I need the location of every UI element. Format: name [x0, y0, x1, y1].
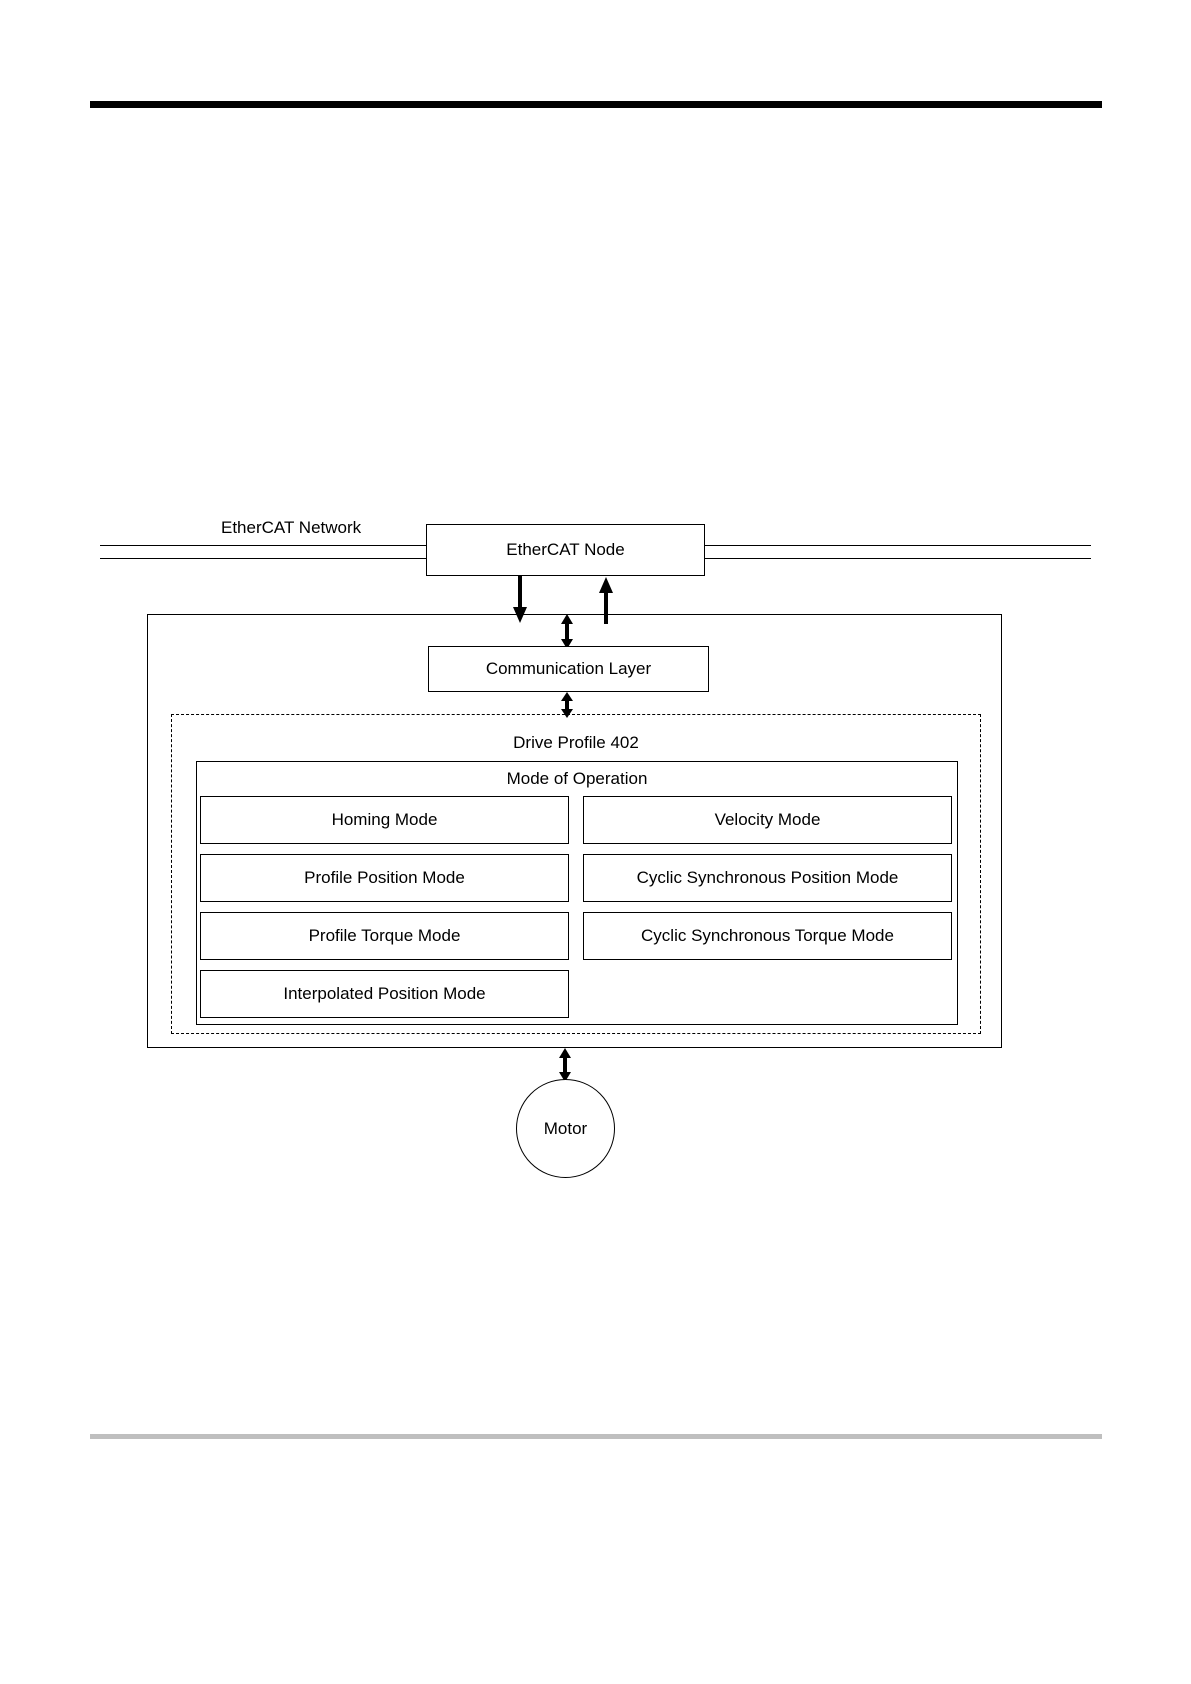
header-rule: [90, 101, 1102, 108]
mode-label-cyclic-synchronous-torque: Cyclic Synchronous Torque Mode: [641, 925, 894, 945]
motor-label: Motor: [543, 1118, 588, 1138]
mode-box-profile-position[interactable]: Profile Position Mode: [200, 854, 569, 902]
ethercat-node-label: EtherCAT Node: [506, 539, 625, 559]
network-bus-line-right-bottom: [705, 558, 1091, 559]
motor-node[interactable]: Motor: [516, 1079, 615, 1178]
mode-box-profile-torque[interactable]: Profile Torque Mode: [200, 912, 569, 960]
device-to-node-up-arrow-icon: [599, 577, 613, 624]
communication-to-profile-bidirectional-arrow-icon: [561, 692, 573, 718]
mode-box-cyclic-synchronous-torque[interactable]: Cyclic Synchronous Torque Mode: [583, 912, 952, 960]
mode-box-homing[interactable]: Homing Mode: [200, 796, 569, 844]
drive-profile-402-box: [171, 714, 981, 1034]
mode-label-velocity: Velocity Mode: [714, 809, 821, 829]
mode-label-homing: Homing Mode: [331, 809, 438, 829]
ethercat-node-box[interactable]: EtherCAT Node: [426, 524, 705, 576]
mode-label-profile-torque: Profile Torque Mode: [308, 925, 461, 945]
mode-box-cyclic-synchronous-position[interactable]: Cyclic Synchronous Position Mode: [583, 854, 952, 902]
mode-box-velocity[interactable]: Velocity Mode: [583, 796, 952, 844]
servo-drive-outer-box: [147, 614, 1002, 1048]
drive-profile-402-label: Drive Profile 402: [513, 733, 639, 752]
mode-label-profile-position: Profile Position Mode: [304, 867, 465, 887]
mode-label-interpolated-position: Interpolated Position Mode: [283, 983, 486, 1003]
device-to-motor-bidirectional-arrow-icon: [559, 1048, 571, 1082]
mode-label-cyclic-synchronous-position: Cyclic Synchronous Position Mode: [636, 867, 899, 887]
mode-of-operation-label: Mode of Operation: [506, 769, 648, 788]
communication-layer-box[interactable]: Communication Layer: [428, 646, 709, 692]
communication-layer-label: Communication Layer: [485, 658, 652, 678]
network-bus-line-right-top: [705, 545, 1091, 546]
mode-of-operation-box: [196, 761, 958, 1025]
outer-to-communication-bidirectional-arrow-icon: [561, 614, 573, 649]
mode-box-interpolated-position[interactable]: Interpolated Position Mode: [200, 970, 569, 1018]
network-bus-line-left-bottom: [100, 558, 426, 559]
network-bus-line-left-top: [100, 545, 426, 546]
node-to-device-down-arrow-icon: [513, 576, 527, 623]
network-label: EtherCAT Network: [221, 518, 362, 537]
footer-rule: [90, 1434, 1102, 1439]
